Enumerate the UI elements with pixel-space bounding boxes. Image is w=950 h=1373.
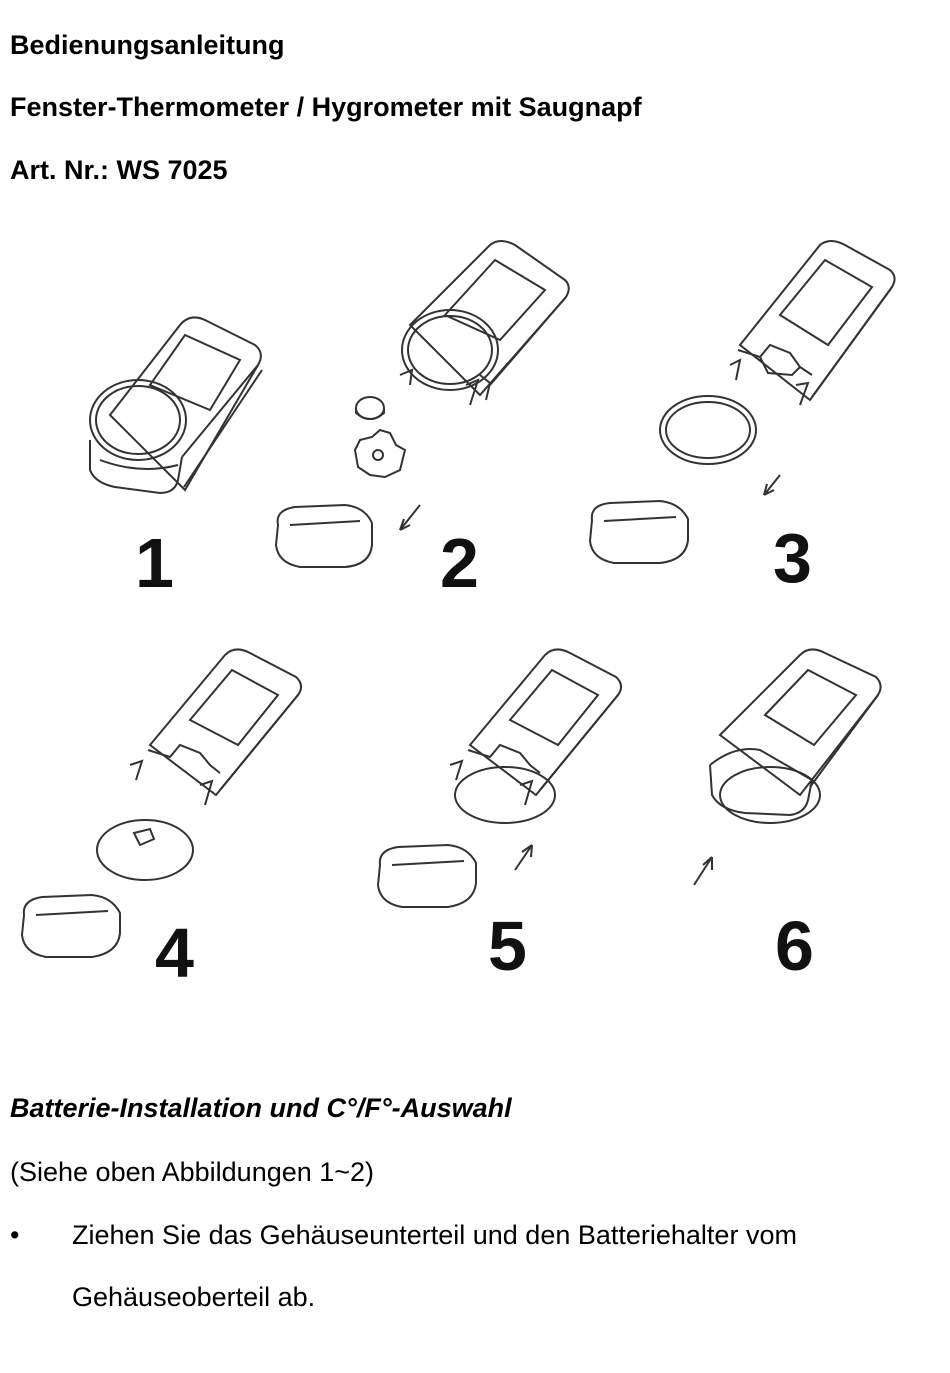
step-4-illustration bbox=[20, 648, 302, 958]
step-number-2: 2 bbox=[440, 524, 479, 602]
step-6-illustration bbox=[693, 648, 882, 886]
document-title: Bedienungsanleitung bbox=[10, 30, 285, 60]
step-number-4: 4 bbox=[155, 914, 194, 992]
step-5-illustration bbox=[376, 648, 622, 908]
step-1-illustration bbox=[89, 316, 263, 495]
step-number-5: 5 bbox=[488, 907, 527, 985]
list-item-text: Ziehen Sie das Gehäuseunterteil und den … bbox=[72, 1220, 797, 1312]
assembly-illustration: 1 2 3 4 5 6 bbox=[0, 225, 950, 1005]
step-2-illustration bbox=[274, 240, 570, 568]
assembly-steps-drawing: 1 2 3 4 5 6 bbox=[20, 240, 896, 992]
bullet-icon: • bbox=[10, 1220, 20, 1250]
step-number-1: 1 bbox=[135, 524, 174, 602]
product-name: Fenster-Thermometer / Hygrometer mit Sau… bbox=[10, 92, 642, 122]
section-heading: Batterie-Installation und C°/F°-Auswahl bbox=[10, 1093, 512, 1123]
step-number-3: 3 bbox=[773, 519, 812, 597]
step-3-illustration bbox=[588, 240, 896, 564]
figure-reference: (Siehe oben Abbildungen 1~2) bbox=[10, 1157, 375, 1187]
article-number: Art. Nr.: WS 7025 bbox=[10, 155, 228, 185]
step-number-6: 6 bbox=[775, 907, 814, 985]
